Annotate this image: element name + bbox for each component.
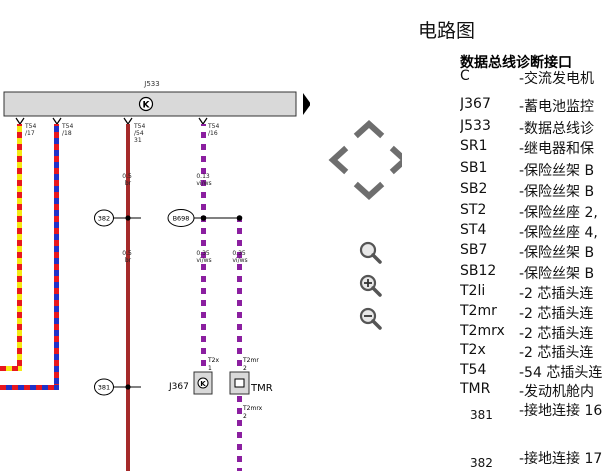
magnifier-icon[interactable] bbox=[359, 241, 382, 264]
wire-red-blue-bend bbox=[0, 385, 59, 390]
legend-item-code: 381 bbox=[470, 408, 493, 422]
junction-marker bbox=[167, 209, 195, 227]
legend-item-desc: -继电器和保 bbox=[519, 141, 595, 157]
legend-item-desc: -交流发电机 bbox=[519, 71, 595, 87]
pin-label-t54-16: T54 /16 bbox=[207, 123, 221, 137]
legend-item-code: SR1 bbox=[460, 138, 488, 154]
legend-item-code: ST2 bbox=[460, 202, 487, 218]
legend-item-desc: -2 芯插头连 bbox=[519, 326, 594, 342]
ground-382-node bbox=[125, 215, 131, 221]
legend-item-desc: -54 芯插头连 bbox=[519, 365, 603, 381]
junction-label: B698 bbox=[173, 215, 190, 223]
ground-381-label: 381 bbox=[98, 384, 110, 392]
wire-violet-white-branch bbox=[237, 218, 242, 372]
pin-label-t54-54: T54 /54 31 bbox=[133, 123, 147, 144]
component-tmr-sub-pin: 2 bbox=[243, 413, 247, 420]
resistor-icon bbox=[234, 378, 245, 388]
component-tmr-sub-connector: T2mrx bbox=[242, 405, 263, 412]
wire-label-w4: 0.35 vi/ws bbox=[196, 250, 211, 264]
ground-381-marker bbox=[94, 378, 114, 396]
ecu-symbol-icon: K bbox=[197, 377, 209, 389]
legend-item-desc: -接地连接 16 bbox=[519, 403, 603, 419]
circuit-diagram: J533 K T54 /17 T54 /18 T54 /54 31 T54 /1… bbox=[0, 80, 310, 471]
ecu-symbol-icon: K bbox=[138, 96, 154, 112]
chevron-down-icon[interactable] bbox=[353, 181, 385, 201]
pin-label-t54-18: T54 /18 bbox=[61, 123, 75, 137]
zoom-out-icon[interactable] bbox=[359, 307, 382, 330]
wire-red-yellow-bend bbox=[0, 366, 22, 371]
legend-item-code: T2mr bbox=[460, 303, 497, 319]
legend-item-desc: -2 芯插头连 bbox=[519, 306, 594, 322]
component-j367-connector: T2x bbox=[207, 357, 219, 364]
wire-brown bbox=[126, 124, 130, 471]
legend-item-code: TMR bbox=[460, 381, 491, 397]
legend-item-code: T2mrx bbox=[460, 323, 505, 339]
wire-red-blue bbox=[54, 124, 59, 388]
pin-arrow-icon bbox=[15, 117, 208, 126]
legend-item-desc: -保险丝架 B bbox=[519, 184, 595, 200]
legend-item-code: SB1 bbox=[460, 160, 488, 176]
wire-violet-white-tail bbox=[237, 394, 242, 471]
legend-item-code: T2li bbox=[460, 283, 486, 299]
legend-item-desc: -2 芯插头连 bbox=[519, 286, 594, 302]
legend-item-desc: -保险丝座 2, bbox=[519, 205, 598, 221]
legend-item-code: T2x bbox=[460, 342, 486, 358]
component-j367-pin: 1 bbox=[208, 365, 212, 372]
legend-item-code: ST4 bbox=[460, 222, 487, 238]
junction-node bbox=[236, 215, 243, 221]
legend-item-desc: -数据总线诊 bbox=[519, 121, 595, 137]
legend-item-desc: -保险丝架 B bbox=[519, 245, 595, 261]
ground-382-label: 382 bbox=[98, 215, 110, 223]
legend-item-code: 382 bbox=[470, 456, 493, 470]
legend-item-code: C bbox=[460, 68, 470, 84]
component-j367-label: J367 bbox=[168, 382, 189, 392]
wire-label-w1: 0.5 br bbox=[122, 173, 133, 187]
legend-item-code: SB7 bbox=[460, 242, 488, 258]
zoom-in-icon[interactable] bbox=[359, 274, 382, 297]
connector-continue-arrow-icon bbox=[303, 93, 310, 115]
legend-item-code: T54 bbox=[460, 362, 487, 378]
legend-item-desc: -保险丝座 4, bbox=[519, 225, 598, 241]
pin-label-t54-17: T54 /17 bbox=[24, 123, 38, 137]
connector-name: J533 bbox=[143, 80, 159, 88]
ecu-symbol-label: K bbox=[143, 101, 151, 111]
ground-381-node bbox=[125, 384, 131, 390]
component-tmr-pin: 2 bbox=[243, 365, 247, 372]
chevron-up-icon[interactable] bbox=[353, 119, 385, 139]
legend-item-desc: -保险丝架 B bbox=[519, 266, 595, 282]
wire-label-w3: 0.5 br bbox=[122, 250, 133, 264]
component-tmr-label: TMR bbox=[250, 383, 273, 394]
legend-item-desc: -2 芯插头连 bbox=[519, 345, 594, 361]
component-tmr-connector: T2mr bbox=[242, 357, 259, 364]
legend-item-code: SB2 bbox=[460, 181, 488, 197]
legend-list: C -交流发电机 J367 -蓄电池监控 J533 -数据总线诊 SR1 -继电器和保 SB1 -… bbox=[460, 68, 606, 470]
junction-node bbox=[200, 215, 207, 221]
legend-item-desc: -保险丝架 B bbox=[519, 163, 595, 179]
legend-title: 数据总线诊断接口 bbox=[460, 55, 572, 71]
chevron-right-icon[interactable] bbox=[389, 145, 402, 175]
legend-item-code: J367 bbox=[460, 96, 491, 112]
wire-label-w2: 0.13 vi/ws bbox=[196, 173, 211, 187]
legend-item-code: J533 bbox=[460, 118, 491, 134]
page-title: 电路图 bbox=[418, 20, 476, 42]
svg-text:K: K bbox=[200, 380, 206, 388]
wire-violet-white bbox=[201, 124, 206, 372]
legend-item-desc: -蓄电池监控 bbox=[519, 99, 595, 115]
legend-item-desc: -发动机舱内 bbox=[519, 384, 595, 400]
chevron-left-icon[interactable] bbox=[328, 145, 349, 175]
legend-item-desc: -接地连接 17 bbox=[519, 451, 603, 467]
wire-red-yellow bbox=[17, 124, 22, 369]
diagram-navigation bbox=[328, 119, 402, 330]
wire-label-w5: 0.35 vi/ws bbox=[232, 250, 247, 264]
legend-item-code: SB12 bbox=[460, 263, 497, 279]
ground-382-marker bbox=[94, 209, 114, 227]
